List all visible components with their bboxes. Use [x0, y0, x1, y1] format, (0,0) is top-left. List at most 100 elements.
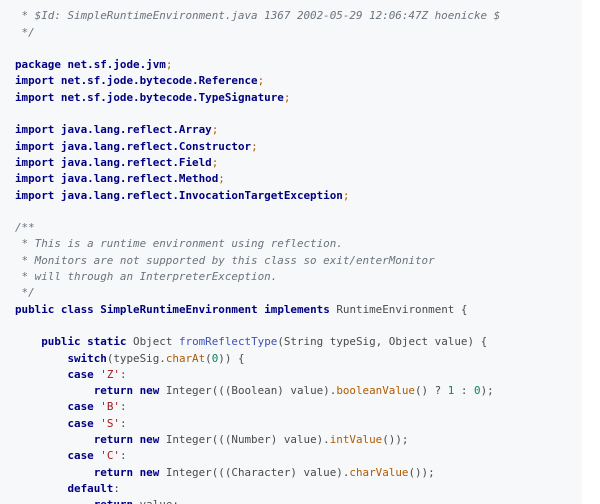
comment-token: * will through an InterpreterException.	[15, 270, 278, 284]
type-name-token: java.lang.reflect.Method	[60, 172, 219, 186]
type-name-token: java.lang.reflect.Field	[60, 155, 212, 169]
call-token: ;	[218, 172, 225, 186]
whitespace-token	[15, 384, 94, 397]
code-line: import net.sf.jode.bytecode.TypeSignatur…	[15, 90, 500, 106]
code-line	[15, 318, 500, 334]
whitespace-token	[15, 433, 94, 446]
code-line: return new Integer(((Boolean) value).boo…	[15, 383, 500, 399]
type-name-token: net.sf.jode.jvm	[67, 58, 166, 72]
code-line: *	[15, 0, 500, 8]
comment-token: * $Id: SimpleRuntimeEnvironment.java 136…	[15, 9, 501, 23]
code-line: */	[15, 285, 500, 301]
code-line: return new Integer(((Number) value).intV…	[15, 432, 500, 448]
keyword-token: case	[67, 449, 94, 463]
code-viewer: * * $Id: SimpleRuntimeEnvironment.java 1…	[15, 0, 501, 504]
code-line: * will through an InterpreterException.	[15, 269, 500, 285]
string-literal-token: 'Z'	[100, 367, 120, 381]
number-literal-token: 1	[447, 384, 455, 398]
call-token: ;	[211, 155, 219, 169]
number-literal-token: 0	[474, 384, 481, 398]
keyword-token: public	[15, 302, 55, 316]
type-name-token: SimpleRuntimeEnvironment	[100, 302, 258, 316]
type-name-token: net.sf.jode.bytecode.TypeSignature	[60, 90, 284, 104]
code-text-token: (typeSig.	[106, 351, 166, 365]
code-line: import java.lang.reflect.Constructor;	[15, 139, 500, 155]
whitespace-token	[15, 482, 67, 495]
call-token: ;	[342, 188, 350, 202]
code-text-token: :	[119, 400, 127, 414]
call-token: ;	[211, 123, 219, 137]
whitespace-token	[15, 498, 94, 504]
code-line: case 'Z':	[15, 367, 500, 383]
keyword-token: case	[67, 400, 94, 414]
code-text-token: RuntimeEnvironment {	[329, 302, 468, 316]
keyword-token: import	[15, 172, 55, 186]
whitespace-token	[15, 352, 67, 365]
type-name-token: java.lang.reflect.Array	[60, 123, 212, 137]
code-line: * This is a runtime environment using re…	[15, 236, 500, 252]
type-name-token: net.sf.jode.bytecode.Reference	[60, 74, 258, 88]
call-token: ;	[165, 58, 173, 72]
code-text-token: () ?	[415, 384, 448, 398]
code-text-token: :	[113, 481, 120, 495]
code-line: case 'B':	[15, 399, 500, 415]
code-line: public class SimpleRuntimeEnvironment im…	[15, 302, 500, 318]
keyword-token: import	[15, 74, 55, 88]
code-line: import java.lang.reflect.Field;	[15, 155, 500, 171]
code-line: */	[15, 25, 500, 41]
comment-token: */	[15, 25, 35, 39]
code-line: import java.lang.reflect.InvocationTarge…	[15, 188, 500, 204]
keyword-token: static	[87, 335, 127, 349]
keyword-token: case	[67, 367, 94, 381]
whitespace-token	[15, 368, 67, 381]
keyword-token: package	[15, 58, 61, 72]
code-text-token: :	[454, 384, 475, 398]
code-text-token: value;	[133, 498, 179, 504]
code-text-token: Integer(((Boolean) value).	[159, 384, 337, 398]
comment-token: */	[15, 286, 35, 300]
keyword-token: new	[139, 384, 160, 398]
comment-token: * This is a runtime environment using re…	[15, 237, 343, 251]
code-text-token: :	[119, 416, 127, 430]
keyword-token: import	[15, 155, 55, 169]
comment-token: *	[15, 0, 29, 6]
keyword-token: import	[15, 90, 55, 104]
comment-token: * Monitors are not supported by this cla…	[15, 253, 435, 267]
code-text-token: ());	[382, 433, 409, 447]
string-literal-token: 'C'	[100, 449, 120, 463]
whitespace-token	[15, 335, 41, 348]
keyword-token: new	[139, 465, 160, 479]
code-line: case 'C':	[15, 448, 500, 464]
call-token: ;	[251, 139, 258, 153]
keyword-token: case	[67, 416, 94, 430]
source-code-block: * * $Id: SimpleRuntimeEnvironment.java 1…	[15, 0, 500, 504]
code-line	[15, 106, 500, 122]
code-text-token: Integer(((Number) value).	[159, 433, 330, 447]
code-line	[15, 41, 500, 57]
keyword-token: new	[139, 433, 160, 447]
keyword-token: import	[15, 188, 55, 202]
call-token: charAt	[165, 351, 206, 365]
keyword-token: import	[15, 123, 55, 137]
code-line: import java.lang.reflect.Method;	[15, 171, 500, 187]
keyword-token: return	[93, 465, 134, 479]
code-line: default:	[15, 481, 500, 497]
keyword-token: switch	[67, 351, 107, 365]
keyword-token: return	[93, 384, 134, 398]
whitespace-token	[15, 417, 67, 430]
code-text-token: (	[205, 351, 212, 365]
keyword-token: implements	[264, 302, 330, 316]
number-literal-token: 0	[211, 351, 219, 365]
code-line: case 'S':	[15, 416, 500, 432]
code-line: package net.sf.jode.jvm;	[15, 57, 500, 73]
code-line	[15, 204, 500, 220]
code-line: return value;	[15, 497, 500, 504]
keyword-token: return	[93, 433, 134, 447]
string-literal-token: 'S'	[100, 416, 120, 430]
code-line: import java.lang.reflect.Array;	[15, 122, 500, 138]
keyword-token: class	[60, 302, 94, 316]
code-line: return new Integer(((Character) value).c…	[15, 465, 500, 481]
code-line: * $Id: SimpleRuntimeEnvironment.java 136…	[15, 8, 501, 24]
code-line: import net.sf.jode.bytecode.Reference;	[15, 73, 500, 89]
call-token: booleanValue	[336, 384, 415, 398]
